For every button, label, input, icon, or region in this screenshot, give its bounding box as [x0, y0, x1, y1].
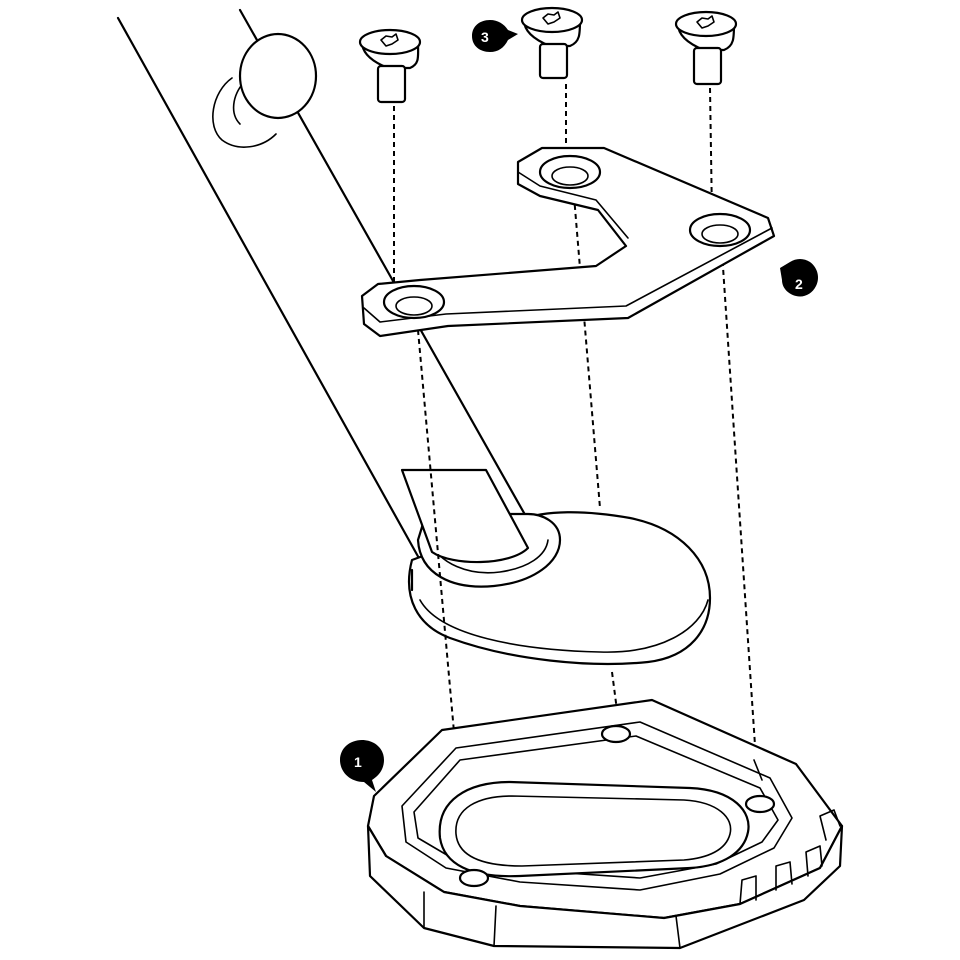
- bracket-plate: [360, 146, 776, 338]
- kickstand-leg: [116, 8, 530, 562]
- base-plate: [366, 698, 844, 950]
- leg-knob: [212, 32, 318, 148]
- screw-middle: [520, 6, 584, 80]
- callout-label-2: 2: [795, 276, 803, 292]
- stand-foot: [400, 468, 712, 666]
- callout-label-1: 1: [354, 754, 362, 770]
- callout-badge-3: 3: [472, 20, 518, 52]
- screw-left: [358, 28, 422, 104]
- callout-badge-1: 1: [340, 740, 384, 792]
- screw-right: [674, 10, 738, 86]
- callout-label-3: 3: [481, 29, 489, 45]
- callout-badge-2: 2: [780, 259, 818, 297]
